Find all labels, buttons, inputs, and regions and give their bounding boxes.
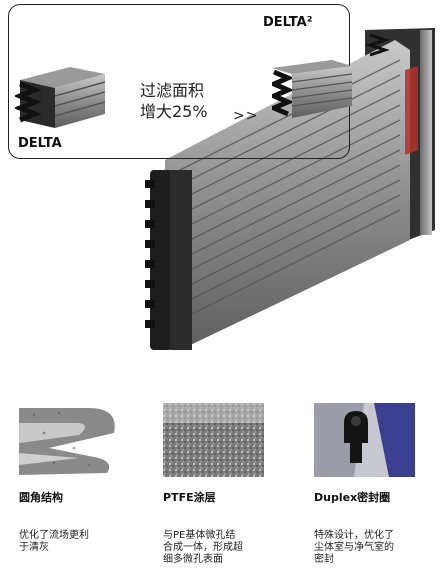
feature-desc-rounded-line2: 于清灰 bbox=[19, 542, 49, 553]
rounded-structure-image bbox=[19, 403, 120, 477]
feature-desc-duplex-line3: 密封 bbox=[314, 554, 334, 565]
feature-desc-ptfe-line3: 细多微孔表面 bbox=[163, 554, 223, 565]
delta-pleat-icon bbox=[15, 67, 106, 128]
feature-desc-duplex-line1: 特殊设计，优化了 bbox=[314, 530, 394, 541]
duplex-seal-image bbox=[314, 403, 415, 477]
area-text-line1: 过滤面积 bbox=[140, 81, 205, 100]
feature-title-ptfe: PTFE涂层 bbox=[163, 491, 216, 504]
area-text-line2: 增大25% bbox=[140, 102, 208, 121]
feature-desc-ptfe-line1: 与PE基体微孔结 bbox=[163, 530, 236, 541]
feature-title-rounded: 圆角结构 bbox=[19, 491, 63, 504]
filter-cartridge-image bbox=[145, 28, 435, 350]
delta2-label: DELTA² bbox=[263, 15, 313, 30]
feature-title-duplex: Duplex密封圈 bbox=[314, 491, 391, 504]
delta2-pleat-icon bbox=[272, 60, 352, 118]
ptfe-coating-image bbox=[163, 403, 264, 477]
feature-desc-duplex-line2: 尘体室与净气室的 bbox=[314, 542, 394, 553]
delta-label: DELTA bbox=[18, 136, 62, 151]
feature-desc-rounded-line1: 优化了流场更利 bbox=[19, 530, 89, 541]
arrow-glyph: >> bbox=[233, 108, 259, 124]
feature-desc-ptfe-line2: 合成一体，形成超 bbox=[163, 542, 243, 553]
